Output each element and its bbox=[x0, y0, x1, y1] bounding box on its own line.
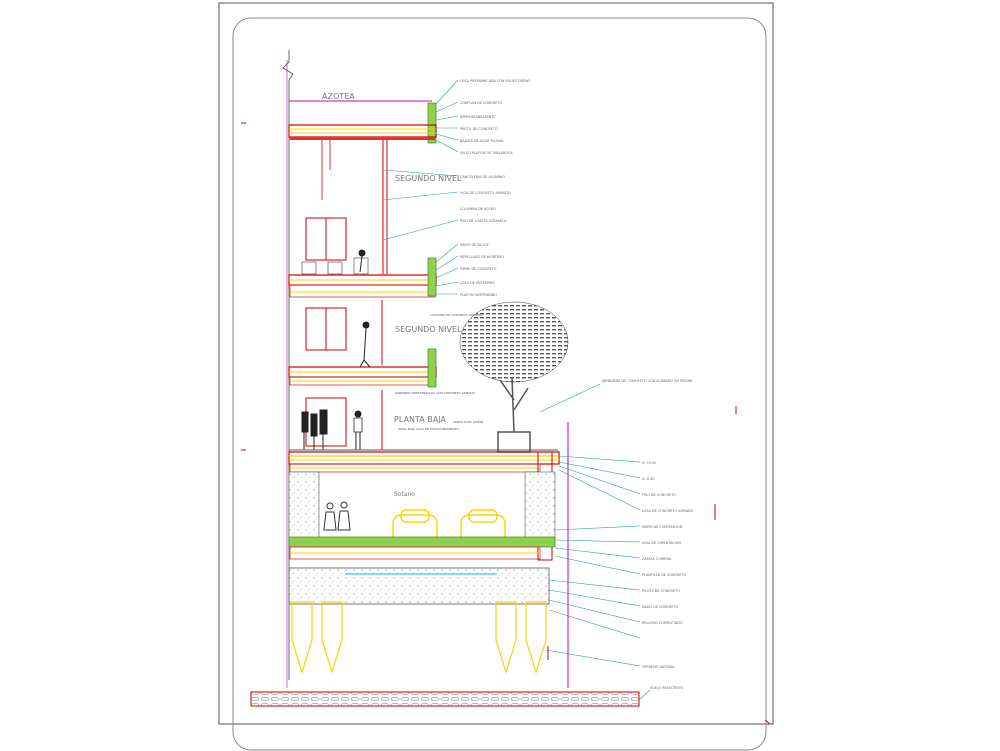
note-level2b-0: MURO DE BLOCK bbox=[460, 243, 489, 247]
retaining-wall-right bbox=[524, 471, 556, 541]
person-figures bbox=[301, 249, 371, 450]
piles bbox=[291, 601, 547, 675]
level2-parapet bbox=[427, 257, 437, 297]
roof-parapet bbox=[427, 102, 437, 144]
level-title-ground: PLANTA BAJA bbox=[394, 415, 446, 424]
note-roof-5: FALSO PLAFON DE TABLAROCA bbox=[460, 151, 513, 155]
note-roof-1: CHAFLAN DE CONCRETO bbox=[460, 101, 502, 105]
note-ground-10: RELLENO COMPACTADO bbox=[642, 621, 683, 625]
tree bbox=[459, 301, 569, 433]
level-title-basement: Sotano bbox=[394, 491, 415, 498]
note-level2-0: CANCELERIA DE ALUMINIO bbox=[460, 175, 505, 179]
note-roof-0: LOSA PREFABRICADA CON POLIESTIRENO bbox=[460, 79, 531, 83]
note-level2-3: PISO DE LOSETA CERAMICA bbox=[460, 219, 507, 223]
note-roof-2: IMPERMEABILIZANTE bbox=[460, 115, 495, 119]
basement-persons bbox=[323, 501, 351, 531]
notes-roof: LOSA PREFABRICADA CON POLIESTIRENO CHAFL… bbox=[460, 79, 531, 155]
level2b-parapet bbox=[427, 348, 437, 388]
level2b-slab bbox=[288, 366, 437, 386]
note-level2-2: COLUMNA DE ACERO bbox=[460, 207, 496, 211]
note-level2-1: VIGA DE CONCRETO ARMADO bbox=[460, 191, 511, 195]
notes-level2b: MURO DE BLOCK REPELLADO DE MORTERO FIRME… bbox=[460, 243, 504, 297]
note-level2b-3: LOSA DE ENTREPISO bbox=[460, 281, 495, 285]
notes-level2: CANCELERIA DE ALUMINIO VIGA DE CONCRETO … bbox=[460, 175, 511, 223]
note-bottom: SUELO RESISTENTE bbox=[650, 686, 683, 690]
note-ground-8: PILOTE DE CONCRETO bbox=[642, 589, 680, 593]
note-ground-4: MURO DE CONTENCION bbox=[642, 525, 683, 529]
note-ground-2: PISO DE CONCRETO bbox=[642, 493, 676, 497]
note-level2b-1: REPELLADO DE MORTERO bbox=[460, 255, 504, 259]
foundation-base bbox=[288, 567, 550, 605]
ground-slab bbox=[288, 451, 560, 473]
note-planter: JARDINERA PREFABRICADA CON CONCRETO ARMA… bbox=[394, 391, 476, 395]
inner-frame bbox=[232, 17, 767, 751]
note-roof-3: PRETIL DE CONCRETO bbox=[460, 127, 498, 131]
planter bbox=[497, 431, 531, 453]
note-ground-5: VIGA DE CIMENTACION bbox=[642, 541, 681, 545]
note-ground-11: TERRENO NATURAL bbox=[641, 665, 675, 669]
break-line bbox=[282, 50, 294, 680]
note-roof-4: BAJADA DE AGUA PLUVIAL bbox=[460, 139, 504, 143]
note-ground-6: ZAPATA CORRIDA bbox=[642, 557, 672, 561]
level-title-roof: AZOTEA bbox=[322, 92, 355, 101]
margin-marks bbox=[241, 122, 771, 725]
note-ground-7: PLANTILLA DE CONCRETO bbox=[642, 573, 687, 577]
note-ground-0: N +0.00 bbox=[642, 461, 656, 465]
bottom-strip bbox=[250, 691, 640, 707]
note-tree: ARBOL PARA JARDIN bbox=[453, 420, 483, 424]
note-level2b-4: PLAFON SUSPENDIDO bbox=[460, 293, 497, 297]
level2-slab bbox=[288, 274, 437, 298]
basement-slab bbox=[288, 536, 556, 560]
notes-ground: N +0.00 N -0.40 PISO DE CONCRETO LOSA DE… bbox=[641, 461, 694, 669]
note-ground-3: LOSA DE CONCRETO ARMADO bbox=[642, 509, 694, 513]
retaining-wall-left bbox=[288, 471, 320, 541]
outer-frame bbox=[218, 2, 774, 725]
roof-slab bbox=[288, 124, 437, 140]
level-title-second-upper: SEGUNDO NIVEL bbox=[395, 174, 462, 183]
note-column: COLUMNA DE CONCRETO ARMADO bbox=[430, 313, 483, 317]
leader-lines bbox=[382, 79, 651, 701]
note-ground-1: N -0.40 bbox=[642, 477, 654, 481]
note-planta-baja: ZONA BAJO LOSA DE ESTACIONAMIENTO bbox=[398, 427, 460, 431]
note-planter-right: JARDINERA DE CONCRETO CON ACABADO EN PIE… bbox=[601, 379, 693, 383]
note-ground-9: DADO DE CONCRETO bbox=[642, 605, 679, 609]
furniture-chairs bbox=[301, 257, 369, 275]
note-level2b-2: FIRME DE CONCRETO bbox=[460, 267, 497, 271]
level-title-second-lower: SEGUNDO NIVEL bbox=[395, 325, 462, 334]
